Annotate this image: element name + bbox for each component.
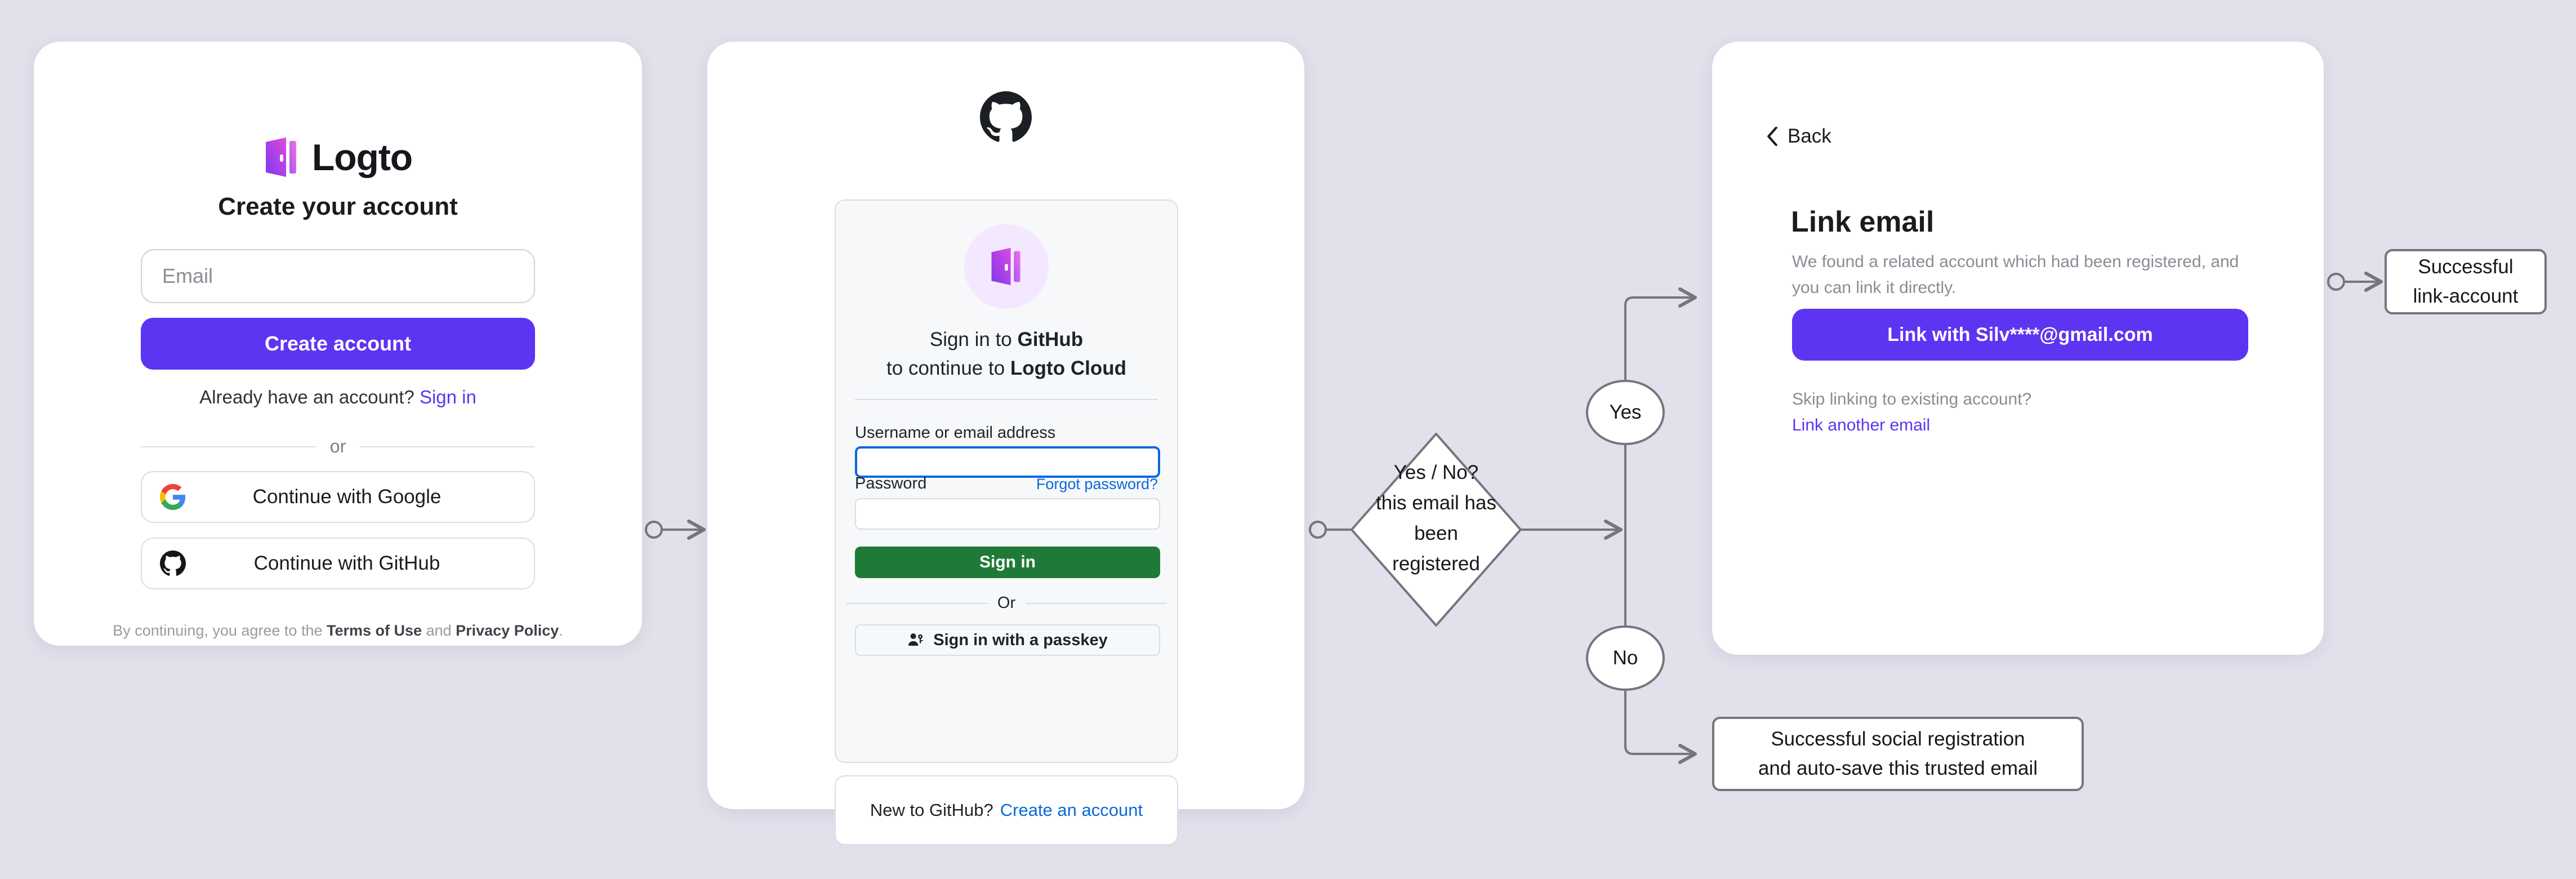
logto-logo: Logto xyxy=(34,136,642,178)
privacy-policy-link[interactable]: Privacy Policy xyxy=(456,622,559,639)
username-label: Username or email address xyxy=(855,424,1056,442)
divider-label: Or xyxy=(997,594,1016,612)
logto-mark-icon xyxy=(265,137,296,177)
back-button[interactable]: Back xyxy=(1766,125,1831,148)
forgot-password-link[interactable]: Forgot password? xyxy=(1036,476,1158,492)
passkey-icon xyxy=(908,633,923,646)
already-have-account-row: Already have an account? Sign in xyxy=(34,387,642,408)
passkey-sign-in-button[interactable]: Sign in with a passkey xyxy=(855,624,1160,656)
decision-line-1: Yes / No? xyxy=(1393,461,1479,483)
terms-suffix: . xyxy=(559,622,563,639)
branch-yes-node: Yes xyxy=(1586,380,1665,445)
branch-no-node: No xyxy=(1586,625,1665,691)
github-logo-icon xyxy=(980,91,1032,142)
chevron-left-icon xyxy=(1767,127,1777,146)
divider-line-right xyxy=(359,446,536,447)
github-button-label: Continue with GitHub xyxy=(253,552,440,574)
create-account-button[interactable]: Create account xyxy=(141,318,535,370)
create-an-account-link[interactable]: Create an account xyxy=(1000,800,1143,820)
link-with-email-button[interactable]: Link with Silv****@gmail.com xyxy=(1792,309,2248,361)
github-sign-in-button[interactable]: Sign in xyxy=(855,547,1160,578)
decision-diamond: Yes / No? this email has been registered xyxy=(1352,434,1521,603)
github-icon xyxy=(160,551,186,576)
github-signin-heading: Sign in to GitHub to continue to Logto C… xyxy=(836,326,1177,383)
username-input[interactable] xyxy=(855,446,1160,478)
link-another-email-link[interactable]: Link another email xyxy=(1792,416,1931,434)
link-email-card: Back Link email We found a related accou… xyxy=(1712,42,2324,655)
or-divider: or xyxy=(141,436,536,457)
successful-social-registration-box: Successful social registration and auto-… xyxy=(1712,717,2084,791)
logto-wordmark: Logto xyxy=(311,136,413,178)
decision-line-2: this email has been xyxy=(1376,491,1496,544)
github-signin-card: Sign in to GitHub to continue to Logto C… xyxy=(707,42,1304,845)
terms-of-use-link[interactable]: Terms of Use xyxy=(327,622,422,639)
successful-link-account-box: Successful link-account xyxy=(2385,249,2547,314)
divider-line-right xyxy=(1026,602,1167,604)
panel-divider xyxy=(855,399,1158,400)
heading-line1-prefix: Sign in to xyxy=(929,328,1018,350)
continue-with-google-button[interactable]: Continue with Google xyxy=(141,471,535,523)
skip-linking-label: Skip linking to existing account? xyxy=(1792,390,2032,409)
link-email-description: We found a related account which had bee… xyxy=(1792,252,2239,297)
password-label: Password xyxy=(855,474,927,492)
link-success-line-2: link-account xyxy=(2413,285,2519,307)
new-to-github-label: New to GitHub? xyxy=(870,800,993,820)
logto-mark-icon xyxy=(991,247,1020,286)
decision-diamond-label: Yes / No? this email has been registered xyxy=(1352,434,1521,603)
terms-footer: By continuing, you agree to the Terms of… xyxy=(34,622,642,640)
continue-with-github-button[interactable]: Continue with GitHub xyxy=(141,538,535,589)
terms-prefix: By continuing, you agree to the xyxy=(113,622,327,639)
link-email-title: Link email xyxy=(1791,206,1935,238)
heading-line2-prefix: to continue to xyxy=(886,357,1010,379)
social-success-line-1: Successful social registration xyxy=(1771,727,2025,750)
heading-line-2: to continue to Logto Cloud xyxy=(836,354,1177,383)
heading-provider-name: GitHub xyxy=(1017,328,1084,350)
already-have-account-label: Already have an account? xyxy=(199,387,415,407)
divider-label: or xyxy=(329,436,346,456)
password-input[interactable] xyxy=(855,498,1160,530)
divider-line-left xyxy=(846,602,987,604)
heading-line-1: Sign in to GitHub xyxy=(836,326,1177,354)
passkey-button-label: Sign in with a passkey xyxy=(933,631,1108,649)
terms-and: and xyxy=(422,622,456,639)
decision-line-3: registered xyxy=(1392,553,1480,575)
google-icon xyxy=(160,484,186,510)
heading-app-name: Logto Cloud xyxy=(1010,357,1126,379)
social-success-line-2: and auto-save this trusted email xyxy=(1758,757,2038,779)
github-or-divider: Or xyxy=(846,594,1167,612)
email-input[interactable]: Email xyxy=(141,249,535,303)
github-signin-panel: Sign in to GitHub to continue to Logto C… xyxy=(835,199,1178,763)
link-success-line-1: Successful xyxy=(2418,255,2513,278)
email-placeholder: Email xyxy=(162,264,213,287)
new-to-github-box: New to GitHub? Create an account xyxy=(835,775,1178,845)
signup-card: Logto Create your account Email Create a… xyxy=(34,42,642,646)
signup-title: Create your account xyxy=(218,193,458,220)
back-label: Back xyxy=(1788,125,1831,147)
app-avatar xyxy=(964,224,1049,309)
sign-in-link[interactable]: Sign in xyxy=(419,387,476,407)
google-button-label: Continue with Google xyxy=(252,486,442,508)
divider-line-left xyxy=(141,446,317,447)
